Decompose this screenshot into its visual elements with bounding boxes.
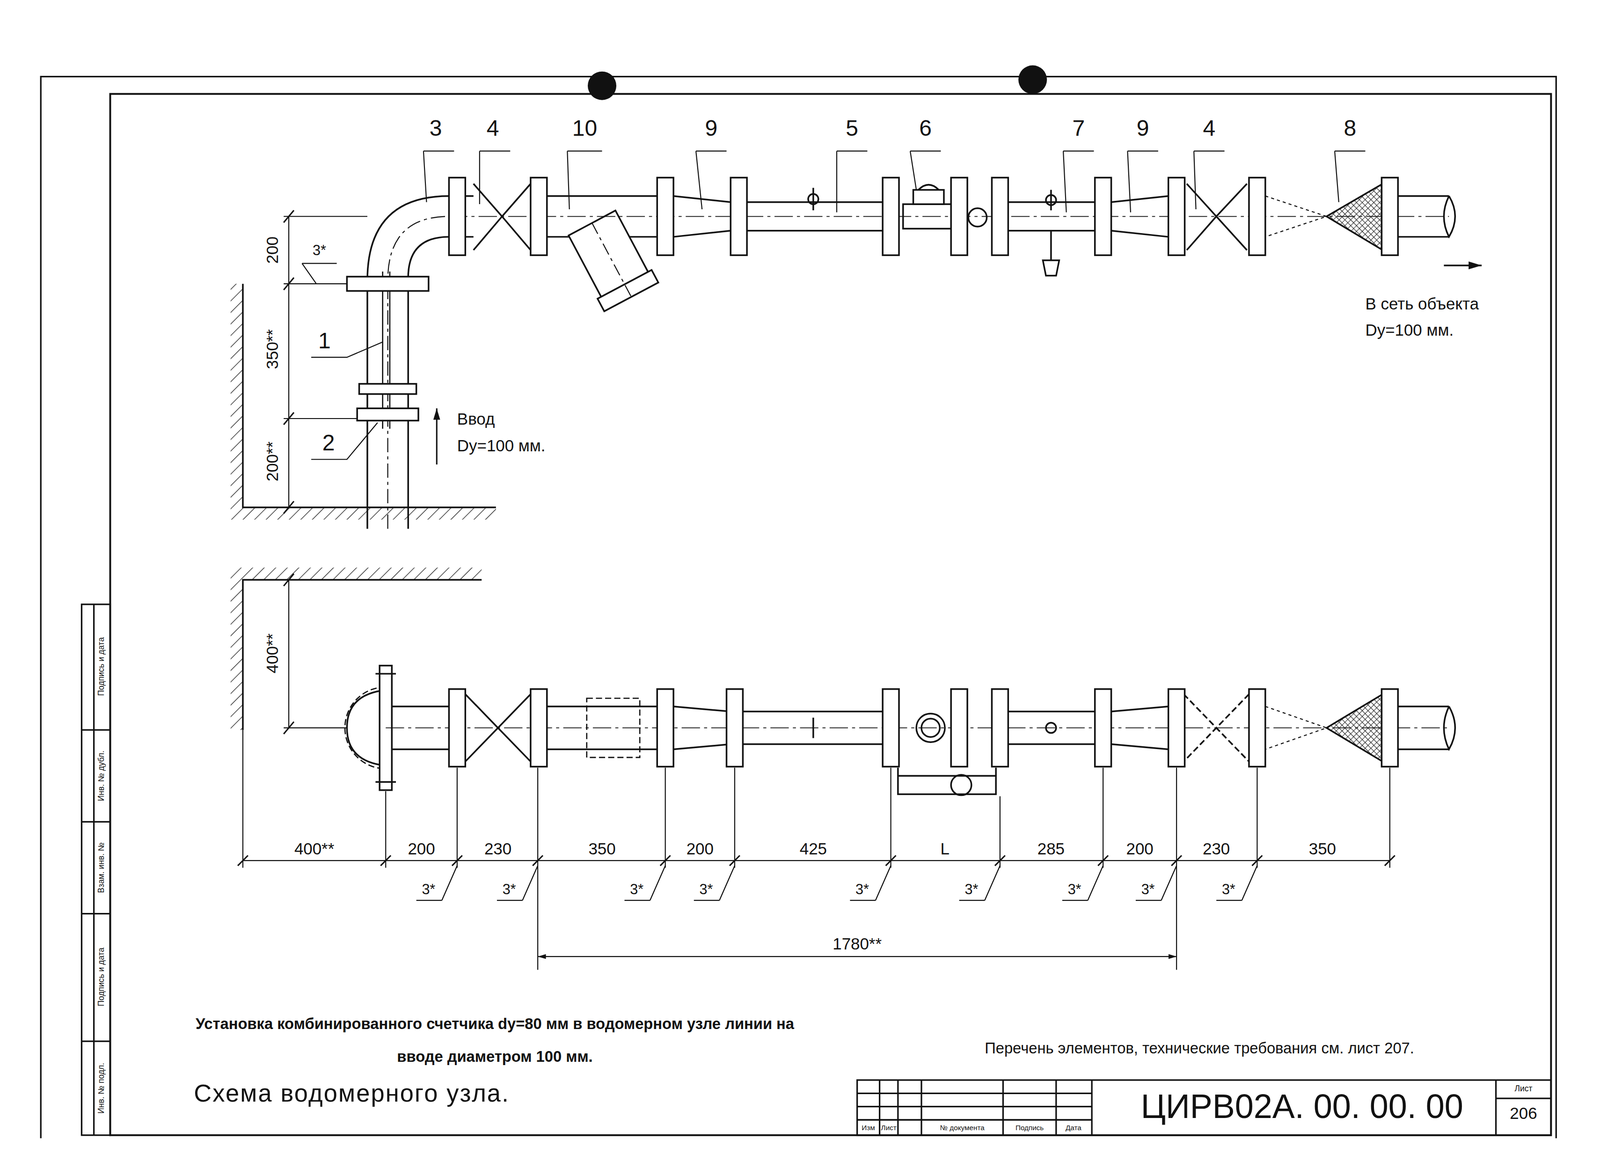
dimension: 400**: [263, 633, 282, 673]
title-block-cell: Подпись: [1015, 1123, 1044, 1132]
dimension: 3*: [855, 881, 870, 898]
flow-note: В сеть объекта: [1365, 294, 1480, 313]
drawing-code: ЦИРВ02А. 00. 00. 00: [1140, 1087, 1464, 1125]
flow-note: Dy=100 мм.: [1365, 321, 1454, 340]
title-block-cell: Лист: [1514, 1084, 1533, 1094]
dimension: 350**: [263, 328, 282, 369]
dimension: 285: [1037, 840, 1065, 858]
dimension: 3*: [421, 881, 436, 898]
title-block-cell: Дата: [1065, 1123, 1082, 1132]
dimension: 200: [686, 840, 714, 858]
title: Схема водомерного узла.: [193, 1079, 510, 1107]
flow-note: Ввод: [457, 410, 495, 429]
flow-note: Dy=100 мм.: [457, 436, 546, 455]
dimension: 200: [1126, 840, 1154, 858]
dimension: 1780**: [832, 934, 882, 953]
callout-number: 2: [322, 430, 336, 456]
callout-number: 5: [845, 116, 859, 142]
dimension: L: [940, 840, 950, 858]
dimension: 3*: [1141, 881, 1155, 898]
callout-number: 10: [572, 116, 598, 142]
callout-number: 3: [429, 116, 443, 142]
title-block-cell: № документа: [940, 1123, 985, 1132]
dimension: 200: [263, 236, 282, 264]
dimension: 3*: [1221, 881, 1236, 898]
callout-number: 8: [1343, 116, 1357, 142]
stamp-cell: Подпись и дата: [97, 947, 107, 1006]
callout-number: 4: [1203, 116, 1216, 142]
stamp-cell: Взам. инв. №: [97, 841, 107, 893]
dimension: 230: [1202, 840, 1230, 858]
stamp-cell: Подпись и дата: [97, 636, 107, 696]
note: Перечень элементов, технические требован…: [984, 1039, 1415, 1057]
dimension: 200**: [263, 441, 282, 482]
callout-number: 7: [1072, 116, 1085, 142]
sheet-number: 206: [1509, 1103, 1537, 1122]
dimension: 3*: [699, 881, 713, 898]
callout-number: 4: [486, 116, 500, 142]
callout-number: 6: [919, 116, 932, 142]
title-block-cell: Изм: [861, 1123, 875, 1132]
dimension: 3*: [629, 881, 644, 898]
dimension: 425: [799, 840, 827, 858]
stamp-cell: Инв. № подл.: [97, 1062, 107, 1114]
callout-number: 1: [318, 328, 331, 354]
stamp-cell: Инв. № дубл.: [97, 750, 107, 801]
dimension: 400**: [294, 840, 335, 858]
dimension: 3*: [502, 881, 517, 898]
dimension: 350: [1308, 840, 1337, 858]
title-block-cell: Лист: [881, 1123, 897, 1132]
callout-number: 9: [704, 116, 718, 142]
dimension: 200: [407, 840, 435, 858]
callout-number: 9: [1136, 116, 1150, 142]
dimension: 350: [588, 840, 616, 858]
dimension: 3*: [964, 881, 979, 898]
dimension: 3*: [312, 242, 327, 259]
caption: Установка комбинированного счетчика dy=8…: [188, 1007, 801, 1072]
dimension: 3*: [1067, 881, 1082, 898]
dimension: 230: [484, 840, 512, 858]
